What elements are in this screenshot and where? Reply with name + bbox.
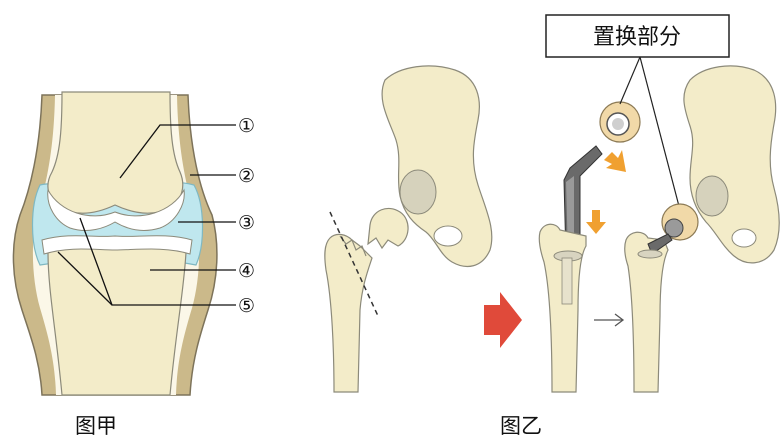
pelvis-right [684,66,779,263]
acetabular-cup-implant [600,102,640,142]
femoral-head-fragment [368,208,408,248]
knee-label-2: ② [238,165,255,187]
figure-b-caption: 图乙 [500,414,542,438]
orange-arrow-down [586,210,606,234]
knee-joint-diagram: ① ② ③ ④ ⑤ 图甲 [13,92,255,438]
prepared-femur [539,224,586,392]
femur-right [625,232,672,392]
figure-a-caption: 图甲 [75,414,117,438]
knee-label-1: ① [238,115,255,137]
orange-arrow-diagonal [604,150,626,172]
knee-label-3: ③ [238,212,255,234]
knee-label-4: ④ [238,260,255,282]
replacement-part-label: 置换部分 [593,25,681,50]
knee-label-5: ⑤ [238,295,255,317]
lower-bone [48,246,186,395]
hip-replacement-diagram: 置换部分 图乙 [325,15,779,438]
red-arrow [484,292,522,348]
thin-arrow [594,314,623,326]
upper-bone [48,92,183,213]
femur-left [325,234,372,392]
